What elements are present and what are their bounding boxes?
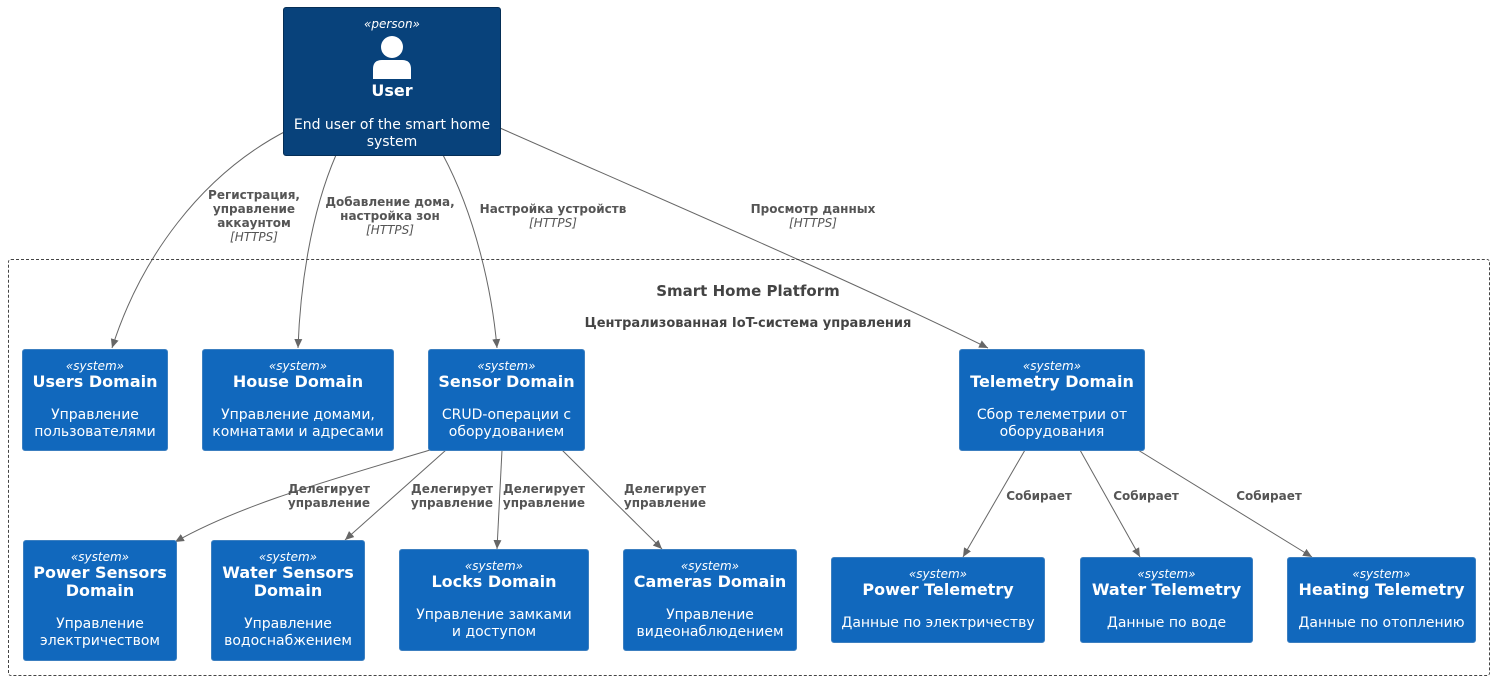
node-name: Cameras Domain xyxy=(633,572,787,591)
node-name: Power Telemetry xyxy=(862,580,1014,599)
edge-sensor-water xyxy=(344,449,447,541)
node-name: Locks Domain xyxy=(431,572,557,591)
relation-label-collect-water: Собирает xyxy=(1106,489,1186,503)
edge-user-sensor xyxy=(442,154,501,349)
edge-user-telemetry xyxy=(499,127,989,349)
relation-tech: [HTTPS] xyxy=(230,230,278,244)
relation-text: Регистрация, управление аккаунтом xyxy=(208,188,300,230)
boundary-subtitle: Централизованная IoT-система управления xyxy=(584,316,912,331)
node-description: Сбор телеметрии от оборудования xyxy=(976,407,1128,440)
node-description: Управление замками и доступом xyxy=(416,607,572,640)
system-users-domain[interactable]: «system» Users Domain Управление пользов… xyxy=(22,349,168,451)
relation-text: Делегирует управление xyxy=(502,482,586,510)
edge-sensor-cameras xyxy=(561,449,663,550)
relation-tech: [HTTPS] xyxy=(789,216,837,230)
node-description: Данные по электричеству xyxy=(841,615,1035,631)
stereotype: «system» xyxy=(65,359,125,373)
node-description: CRUD-операции с оборудованием xyxy=(441,407,572,440)
relation-label-delegate-cameras: Делегирует управление xyxy=(615,482,715,510)
system-power-sensors-domain[interactable]: «system» Power Sensors Domain Управление… xyxy=(23,540,177,661)
node-name: Telemetry Domain xyxy=(970,372,1134,391)
stereotype: «system» xyxy=(908,567,968,581)
system-telemetry-domain[interactable]: «system» Telemetry Domain Сбор телеметри… xyxy=(959,349,1145,451)
system-power-telemetry[interactable]: «system» Power Telemetry Данные по элект… xyxy=(831,557,1045,643)
node-name: User xyxy=(371,81,413,100)
stereotype: «system» xyxy=(70,550,130,564)
relation-label-registration: Регистрация, управление аккаунтом [HTTPS… xyxy=(184,188,324,244)
relation-text: Делегирует управление xyxy=(410,482,494,510)
node-description: Управление пользователями xyxy=(34,407,156,440)
stereotype: «system» xyxy=(464,559,524,573)
stereotype: «system» xyxy=(477,359,536,373)
stereotype: «system» xyxy=(258,550,318,564)
node-description: Данные по отоплению xyxy=(1298,615,1465,631)
node-name: House Domain xyxy=(232,372,364,391)
relation-label-device-setup: Настройка устройств [HTTPS] xyxy=(468,202,638,230)
relation-text: Собирает xyxy=(1113,489,1179,503)
node-description: Управление электричеством xyxy=(40,616,160,649)
relation-label-collect-power: Собирает xyxy=(999,489,1079,503)
system-boundary xyxy=(8,259,1490,676)
system-sensor-domain[interactable]: «system» Sensor Domain CRUD-операции с о… xyxy=(428,349,585,451)
edge-sensor-locks xyxy=(493,449,503,550)
relation-text: Добавление дома, настройка зон xyxy=(325,195,455,223)
stereotype: «system» xyxy=(1022,359,1082,373)
system-house-domain[interactable]: «system» House Domain Управление домами,… xyxy=(202,349,394,451)
person-icon xyxy=(373,36,411,79)
relation-label-view-data: Просмотр данных [HTTPS] xyxy=(738,202,888,230)
node-name: Heating Telemetry xyxy=(1298,580,1465,599)
system-water-sensors-domain[interactable]: «system» Water Sensors Domain Управление… xyxy=(211,540,365,661)
edge-user-users xyxy=(110,129,289,349)
node-name: Water Telemetry xyxy=(1091,580,1242,599)
relation-text: Настройка устройств xyxy=(479,202,627,216)
relation-text: Делегирует управление xyxy=(287,482,371,510)
relation-tech: [HTTPS] xyxy=(529,216,577,230)
edge-telemetry-water xyxy=(1079,449,1141,558)
person-user[interactable]: «person» User End user of the smart home… xyxy=(283,7,501,156)
node-name: Power Sensors Domain xyxy=(33,563,167,600)
relation-label-delegate-power: Делегирует управление xyxy=(279,482,379,510)
node-description: Управление видеонаблюдением xyxy=(636,607,784,640)
edge-user-house xyxy=(294,154,337,349)
node-name: Water Sensors Domain xyxy=(222,563,354,600)
node-name: Users Domain xyxy=(32,372,158,391)
stereotype: «system» xyxy=(268,359,328,373)
stereotype: «system» xyxy=(680,559,740,573)
relation-text: Собирает xyxy=(1236,489,1302,503)
stereotype: «system» xyxy=(1137,567,1196,581)
relation-tech: [HTTPS] xyxy=(366,223,414,237)
relation-label-add-house: Добавление дома, настройка зон [HTTPS] xyxy=(310,195,470,237)
node-description: Управление водоснабжением xyxy=(224,616,352,649)
stereotype: «person» xyxy=(364,17,420,31)
relation-label-delegate-locks: Делегирует управление xyxy=(494,482,594,510)
relation-text: Собирает xyxy=(1006,489,1072,503)
edge-telemetry-heating xyxy=(1137,449,1313,558)
system-locks-domain[interactable]: «system» Locks Domain Управление замками… xyxy=(399,549,589,651)
edge-telemetry-power xyxy=(962,449,1026,558)
stereotype: «system» xyxy=(1352,567,1411,581)
node-description: End user of the smart home system xyxy=(293,117,491,150)
relation-text: Просмотр данных xyxy=(750,202,876,216)
node-name: Sensor Domain xyxy=(438,372,575,391)
system-cameras-domain[interactable]: «system» Cameras Domain Управление видео… xyxy=(623,549,797,651)
node-description: Управление домами, комнатами и адресами xyxy=(212,407,384,440)
edge-sensor-power xyxy=(174,449,431,543)
relation-label-collect-heating: Собирает xyxy=(1229,489,1309,503)
relation-text: Делегирует управление xyxy=(623,482,707,510)
relation-label-delegate-water: Делегирует управление xyxy=(402,482,502,510)
node-description: Данные по воде xyxy=(1106,615,1227,631)
system-heating-telemetry[interactable]: «system» Heating Telemetry Данные по ото… xyxy=(1287,557,1476,643)
boundary-title: Smart Home Platform xyxy=(656,282,840,300)
system-water-telemetry[interactable]: «system» Water Telemetry Данные по воде xyxy=(1080,557,1253,643)
